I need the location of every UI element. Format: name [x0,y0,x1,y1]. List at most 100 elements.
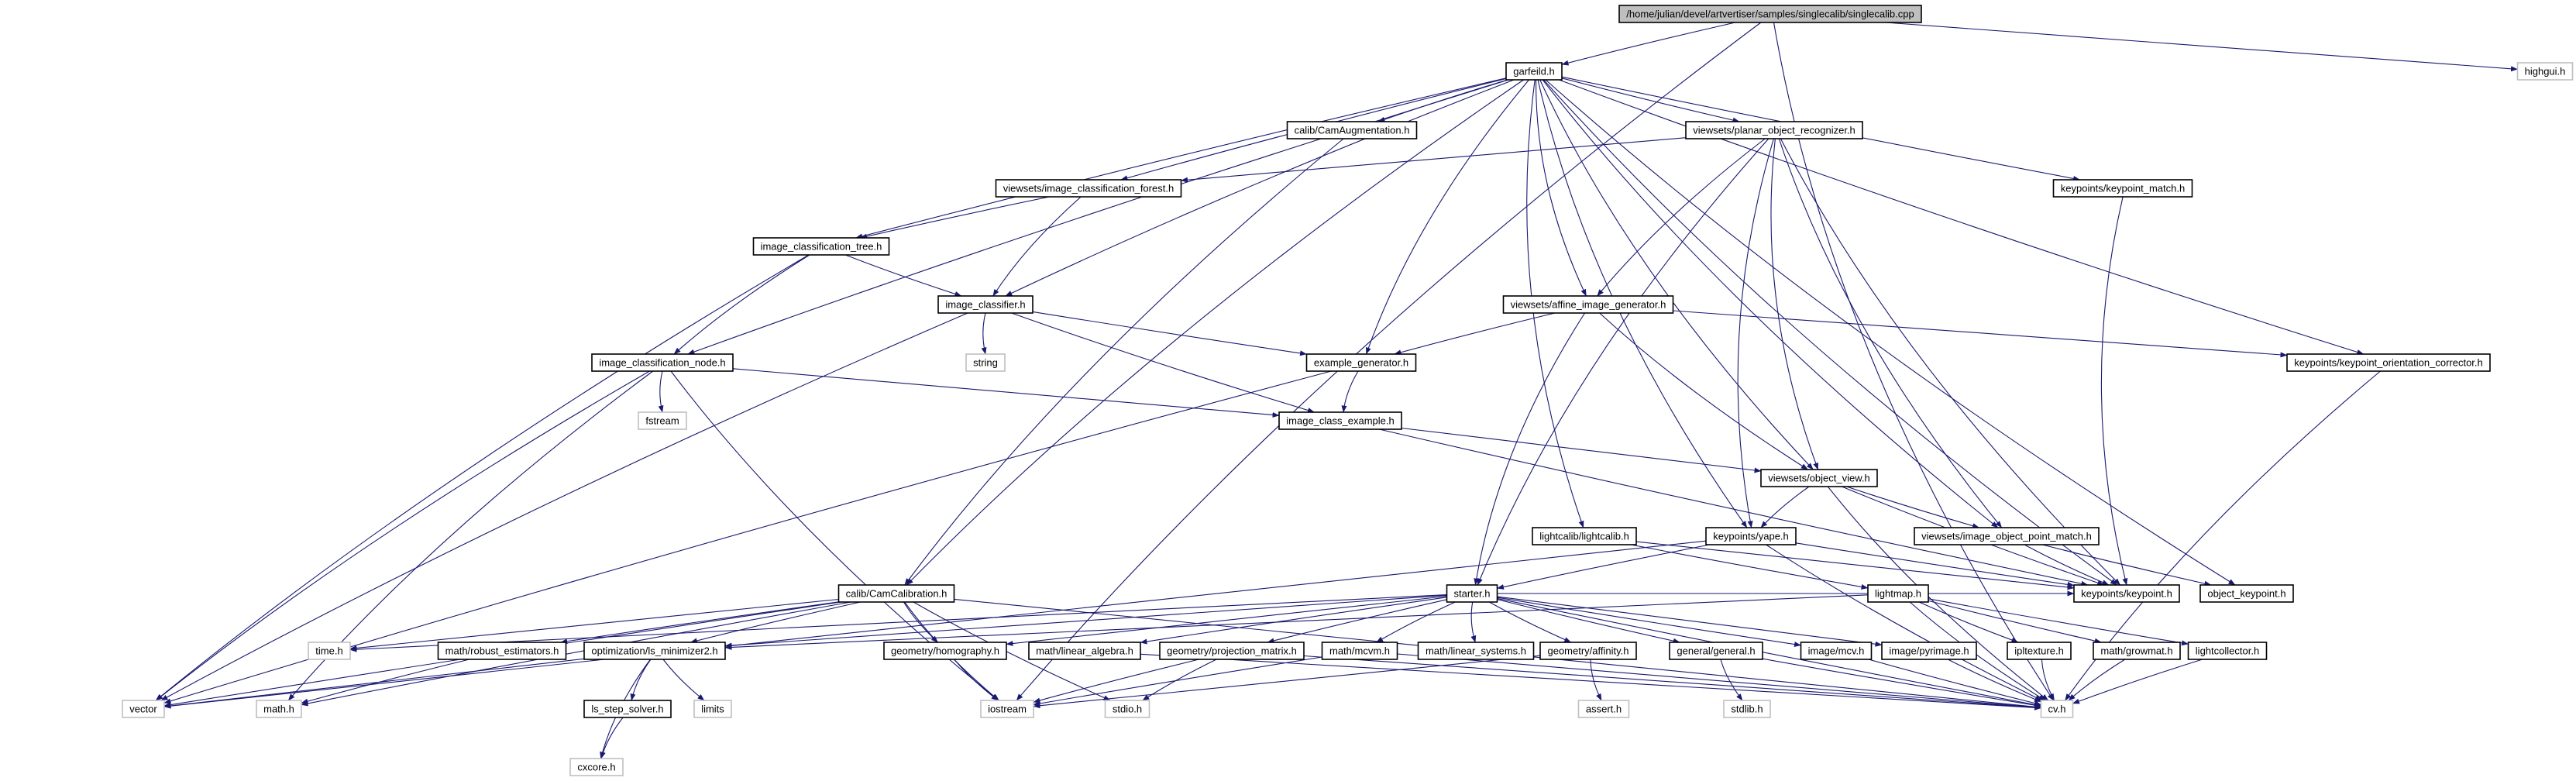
edge-garfeild-to-kporient [1559,79,2364,355]
node-node[interactable]: image_classification_node.h [591,353,734,372]
node-iopm[interactable]: viewsets/image_object_point_match.h [1914,527,2100,545]
node-projmat[interactable]: geometry/projection_matrix.h [1159,642,1305,660]
node-affine[interactable]: viewsets/affine_image_generator.h [1502,295,1674,314]
node-box [1104,700,1150,718]
node-label: object_keypoint.h [2207,587,2285,599]
node-tree[interactable]: image_classification_tree.h [752,237,890,256]
edge-planar-to-affine [1597,138,1766,297]
node-mcvm[interactable]: math/mcvm.h [1321,642,1398,660]
node-starter[interactable]: starter.h [1446,584,1498,603]
node-box [1446,584,1498,603]
edge-lightcalib-to-lightmap [1631,544,1869,590]
node-box [583,700,672,718]
node-box [1867,584,1929,603]
node-forest[interactable]: viewsets/image_classification_forest.h [995,179,1182,198]
node-pyramid[interactable]: image/pyrimage.h [1881,642,1977,660]
node-label: image_classification_node.h [599,356,725,368]
edge-ipltexture-to-cv [2041,659,2055,701]
node-homog[interactable]: geometry/homography.h [883,642,1007,660]
edge-projmat-to-stdio [1142,659,1217,701]
node-highgui: highgui.h [2516,62,2574,81]
edge-classifier-to-classex [1011,312,1315,413]
edge-garfeild-to-camcalib [906,79,1524,586]
edge-classifier-to-vector [160,312,968,701]
node-stdlib: stdlib.h [1723,700,1771,718]
node-label: lightmap.h [1875,587,1921,599]
node-label: lightcalib/lightcalib.h [1539,530,1629,542]
node-label: keypoints/keypoint_match.h [2061,182,2185,194]
node-box [2093,642,2181,660]
node-exgen[interactable]: example_generator.h [1305,353,1417,372]
edge-camcalib-to-math [301,601,851,707]
edge-camcalib-to-robust [560,601,839,645]
node-root[interactable]: /home/julian/devel/artvertiser/samples/s… [1618,5,1922,23]
node-label: math.h [263,703,294,714]
edge-affinity-to-iostream [1033,655,1541,709]
node-yape[interactable]: keypoints/yape.h [1705,527,1797,545]
node-objview[interactable]: viewsets/object_view.h [1760,469,1878,487]
node-box [1800,642,1873,660]
node-keypoint[interactable]: keypoints/keypoint.h [2073,584,2180,603]
edge-kpmatch-to-keypoint [2100,196,2128,586]
node-garfeild[interactable]: garfeild.h [1505,62,1563,81]
node-lsmin[interactable]: optimization/ls_minimizer2.h [583,642,726,660]
node-lightcollector[interactable]: lightcollector.h [2187,642,2268,660]
node-general[interactable]: general/general.h [1669,642,1763,660]
node-box [2286,353,2491,372]
edge-affine-to-exgen [1394,312,1556,356]
edge-mcvm-to-iostream [1033,656,1322,707]
node-box [1278,411,1402,430]
node-planar[interactable]: viewsets/planar_object_recognizer.h [1685,121,1863,139]
node-lightmap[interactable]: lightmap.h [1867,584,1929,603]
edge-camcalib-to-time [349,598,839,651]
node-box [1539,642,1637,660]
edge-starter-to-linalg [1140,597,1447,645]
node-label: math/growmat.h [2100,645,2172,656]
node-lightcalib[interactable]: lightcalib/lightcalib.h [1532,527,1637,545]
node-box [965,353,1006,372]
node-linalg[interactable]: math/linear_algebra.h [1028,642,1141,660]
node-box [1669,642,1763,660]
node-box [1305,353,1417,372]
node-box [638,411,687,430]
node-label: keypoints/yape.h [1713,530,1789,542]
node-kporient[interactable]: keypoints/keypoint_orientation_corrector… [2286,353,2491,372]
node-limits: limits [693,700,732,718]
node-label: geometry/homography.h [891,645,999,656]
node-camaug[interactable]: calib/CamAugmentation.h [1286,121,1418,139]
node-objkp[interactable]: object_keypoint.h [2199,584,2294,603]
node-kpmatch[interactable]: keypoints/keypoint_match.h [2052,179,2193,198]
node-mcv[interactable]: image/mcv.h [1800,642,1873,660]
node-label: viewsets/image_object_point_match.h [1921,530,2092,542]
edge-lsmin-to-vector [163,658,585,709]
node-robust[interactable]: math/robust_estimators.h [437,642,567,660]
node-box [1760,469,1878,487]
node-time: time.h [308,642,351,660]
edge-objview-to-yape [1760,486,1810,528]
edge-lsmin-to-limits [662,659,705,701]
node-linsys[interactable]: math/linear_systems.h [1417,642,1535,660]
edge-iopm-to-keypoint [2024,544,2110,586]
edge-root-to-garfeild [1561,22,1735,66]
node-box [1577,700,1630,718]
node-camcalib[interactable]: calib/CamCalibration.h [837,584,955,603]
edges-layer [155,22,2518,759]
edge-classifier-to-string [981,312,987,355]
node-ipltexture[interactable]: ipltexture.h [2007,642,2072,660]
node-classifier[interactable]: image_classifier.h [937,295,1033,314]
node-label: iostream [988,703,1027,714]
edge-lsmin-to-lsstep [630,659,652,701]
node-box [2199,584,2294,603]
node-affinity[interactable]: geometry/affinity.h [1539,642,1637,660]
edge-garfeild-to-iopm [1542,79,1999,528]
node-label: starter.h [1454,587,1491,599]
node-label: cv.h [2048,703,2066,714]
node-lsstep[interactable]: ls_step_solver.h [583,700,672,718]
node-growmat[interactable]: math/growmat.h [2093,642,2181,660]
node-iostream: iostream [980,700,1034,718]
node-classex[interactable]: image_class_example.h [1278,411,1402,430]
edge-classex-to-keypoint [1378,428,2089,587]
node-label: geometry/projection_matrix.h [1167,645,1297,656]
edge-lightcalib-to-keypoint [1635,541,2075,590]
edge-root-to-cv [1773,22,2054,701]
